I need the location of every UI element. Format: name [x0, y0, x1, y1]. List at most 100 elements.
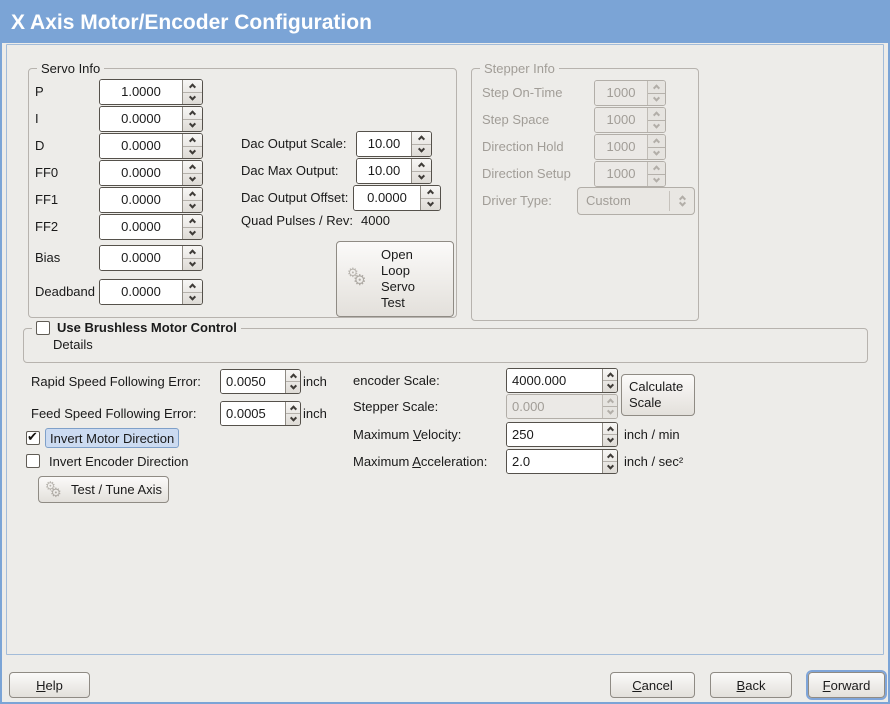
- spin-down-icon[interactable]: [183, 228, 202, 240]
- dac-output-scale-spinbox[interactable]: 10.00: [356, 131, 432, 157]
- d-value[interactable]: 0.0000: [100, 134, 182, 158]
- spin-up-icon: [648, 135, 665, 148]
- cancel-button[interactable]: Cancel: [610, 672, 695, 698]
- spin-down-icon[interactable]: [603, 462, 617, 473]
- forward-button[interactable]: Forward: [808, 672, 885, 698]
- feed-following-error-spinbox[interactable]: 0.0005: [220, 401, 301, 426]
- spin-down-icon[interactable]: [183, 293, 202, 305]
- ff0-spinbox[interactable]: 0.0000: [99, 160, 203, 186]
- bias-value[interactable]: 0.0000: [100, 246, 182, 270]
- quad-pulses-label: Quad Pulses / Rev:: [241, 213, 353, 228]
- spin-up-icon[interactable]: [421, 186, 440, 199]
- open-loop-servo-test-button[interactable]: ⚙⚙ Open Loop Servo Test: [336, 241, 454, 317]
- invert-encoder-direction-checkbox[interactable]: [26, 454, 40, 468]
- deadband-label: Deadband: [35, 284, 95, 299]
- spin-up-icon[interactable]: [183, 80, 202, 93]
- deadband-value[interactable]: 0.0000: [100, 280, 182, 304]
- maximum-acceleration-value[interactable]: 2.0: [507, 450, 602, 473]
- dac-output-offset-spinbox[interactable]: 0.0000: [353, 185, 441, 211]
- invert-motor-direction-checkbox[interactable]: [26, 429, 40, 445]
- test-tune-axis-button[interactable]: ⚙⚙ Test / Tune Axis: [38, 476, 169, 503]
- rapid-following-error-value[interactable]: 0.0050: [221, 370, 285, 393]
- spin-up-icon[interactable]: [183, 134, 202, 147]
- spin-down-icon[interactable]: [183, 259, 202, 271]
- spin-down-icon[interactable]: [183, 174, 202, 186]
- spin-down-icon[interactable]: [412, 145, 431, 157]
- maximum-velocity-spinbox[interactable]: 250: [506, 422, 618, 447]
- i-spinbox[interactable]: 0.0000: [99, 106, 203, 132]
- step-on-time-spinbox: 1000: [594, 80, 666, 106]
- dac-max-output-value[interactable]: 10.00: [357, 159, 411, 183]
- ff1-value[interactable]: 0.0000: [100, 188, 182, 212]
- spin-up-icon[interactable]: [603, 450, 617, 462]
- use-brushless-checkbox[interactable]: [36, 320, 50, 335]
- spin-up-icon[interactable]: [183, 280, 202, 293]
- spin-up-icon[interactable]: [603, 423, 617, 435]
- rapid-following-error-spinbox[interactable]: 0.0050: [220, 369, 301, 394]
- spin-up-icon[interactable]: [286, 402, 300, 414]
- use-brushless-label: Use Brushless Motor Control: [57, 320, 237, 335]
- spin-down-icon: [648, 94, 665, 106]
- maximum-velocity-label: Maximum Velocity:: [353, 427, 462, 442]
- dac-output-offset-value[interactable]: 0.0000: [354, 186, 420, 210]
- deadband-spinbox[interactable]: 0.0000: [99, 279, 203, 305]
- spin-up-icon[interactable]: [603, 369, 617, 381]
- spin-down-icon[interactable]: [412, 172, 431, 184]
- spin-down-icon[interactable]: [603, 435, 617, 446]
- spin-up-icon[interactable]: [183, 107, 202, 120]
- spin-up-icon: [648, 81, 665, 94]
- ff2-spinbox[interactable]: 0.0000: [99, 214, 203, 240]
- spin-down-icon[interactable]: [286, 382, 300, 393]
- spin-down-icon[interactable]: [183, 93, 202, 105]
- forward-label: Forward: [822, 677, 871, 693]
- spin-up-icon[interactable]: [286, 370, 300, 382]
- maximum-acceleration-spinbox[interactable]: 2.0: [506, 449, 618, 474]
- i-value[interactable]: 0.0000: [100, 107, 182, 131]
- feed-following-error-unit: inch: [303, 406, 327, 421]
- p-spinbox[interactable]: 1.0000: [99, 79, 203, 105]
- p-value[interactable]: 1.0000: [100, 80, 182, 104]
- spin-up-icon[interactable]: [183, 215, 202, 228]
- feed-following-error-value[interactable]: 0.0005: [221, 402, 285, 425]
- invert-motor-direction-label[interactable]: Invert Motor Direction: [45, 428, 180, 448]
- spin-up-icon[interactable]: [412, 132, 431, 145]
- spin-down-icon[interactable]: [421, 199, 440, 211]
- spin-down-icon[interactable]: [603, 381, 617, 392]
- spin-down-icon[interactable]: [183, 120, 202, 132]
- stepper-scale-spinbox: 0.000: [506, 394, 618, 419]
- encoder-scale-spinbox[interactable]: 4000.000: [506, 368, 618, 393]
- spin-up-icon[interactable]: [183, 161, 202, 174]
- content-panel: Servo Info P 1.0000 I 0.0000 D 0.0000 FF…: [6, 44, 884, 655]
- maximum-velocity-value[interactable]: 250: [507, 423, 602, 446]
- spin-down-icon[interactable]: [183, 147, 202, 159]
- spin-down-icon[interactable]: [286, 414, 300, 425]
- back-label: Back: [736, 677, 766, 693]
- ff0-value[interactable]: 0.0000: [100, 161, 182, 185]
- calculate-scale-button[interactable]: Calculate Scale: [621, 374, 695, 416]
- quad-pulses-value: 4000: [361, 213, 390, 228]
- step-space-label: Step Space: [482, 112, 550, 127]
- spin-up-icon[interactable]: [412, 159, 431, 172]
- ff1-label: FF1: [35, 192, 59, 207]
- details-expander[interactable]: Details: [34, 337, 93, 352]
- spin-up-icon[interactable]: [183, 246, 202, 259]
- direction-setup-value: 1000: [595, 162, 647, 186]
- bias-spinbox[interactable]: 0.0000: [99, 245, 203, 271]
- dac-max-output-spinbox[interactable]: 10.00: [356, 158, 432, 184]
- spin-up-icon: [603, 395, 617, 407]
- invert-encoder-direction-label[interactable]: Invert Encoder Direction: [49, 454, 189, 469]
- d-spinbox[interactable]: 0.0000: [99, 133, 203, 159]
- direction-setup-label: Direction Setup: [482, 166, 571, 181]
- stepper-info-frame: Stepper Info Step On-Time 1000 Step Spac…: [471, 60, 699, 321]
- encoder-scale-label: encoder Scale:: [353, 373, 440, 388]
- dac-output-scale-value[interactable]: 10.00: [357, 132, 411, 156]
- spin-down-icon[interactable]: [183, 201, 202, 213]
- rapid-following-error-unit: inch: [303, 374, 327, 389]
- ff2-value[interactable]: 0.0000: [100, 215, 182, 239]
- driver-type-combobox: Custom: [577, 187, 695, 215]
- back-button[interactable]: Back: [710, 672, 792, 698]
- spin-up-icon[interactable]: [183, 188, 202, 201]
- ff1-spinbox[interactable]: 0.0000: [99, 187, 203, 213]
- help-button[interactable]: Help: [9, 672, 90, 698]
- encoder-scale-value[interactable]: 4000.000: [507, 369, 602, 392]
